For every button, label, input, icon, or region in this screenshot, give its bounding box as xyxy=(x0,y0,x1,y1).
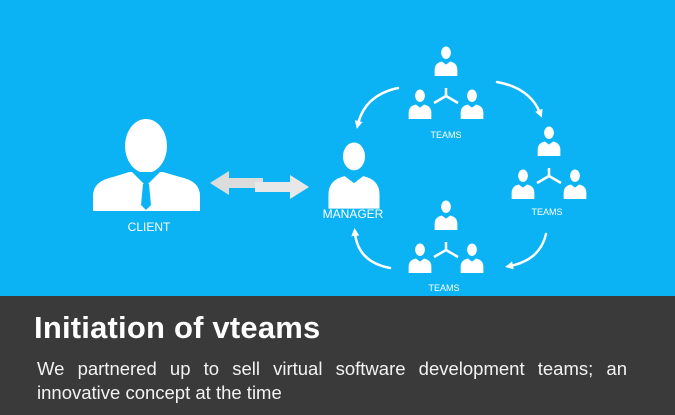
curved-arrow-icon xyxy=(354,86,400,129)
vteams-diagram: CLIENT MANAGER xyxy=(0,0,675,296)
teams-top-label: TEAMS xyxy=(430,130,461,140)
curved-arrow-icon xyxy=(495,80,543,118)
businessman-icon xyxy=(93,119,200,211)
manager-icon xyxy=(328,142,380,209)
manager-node: MANAGER xyxy=(323,142,384,221)
client-label: CLIENT xyxy=(128,220,171,234)
caption-title: Initiation of vteams xyxy=(34,310,321,345)
double-arrow-icon xyxy=(210,171,309,199)
teams-top-node: TEAMS xyxy=(408,46,484,140)
teams-bottom-node: TEAMS xyxy=(408,200,484,293)
caption-panel: Initiation of vteams We partnered up to … xyxy=(0,296,675,415)
team-cluster-icon xyxy=(511,126,587,199)
team-cluster-icon xyxy=(408,46,484,119)
diagram-canvas: CLIENT MANAGER xyxy=(93,46,587,293)
manager-label: MANAGER xyxy=(323,207,384,221)
teams-right-label: TEAMS xyxy=(531,207,562,217)
team-cluster-icon xyxy=(408,200,484,273)
curved-arrow-icon xyxy=(505,232,548,270)
teams-bottom-label: TEAMS xyxy=(428,283,459,293)
teams-right-node: TEAMS xyxy=(511,126,587,217)
client-node: CLIENT xyxy=(93,119,200,234)
caption-text: We partnered up to sell virtual software… xyxy=(37,358,627,403)
curved-arrow-icon xyxy=(351,228,392,270)
